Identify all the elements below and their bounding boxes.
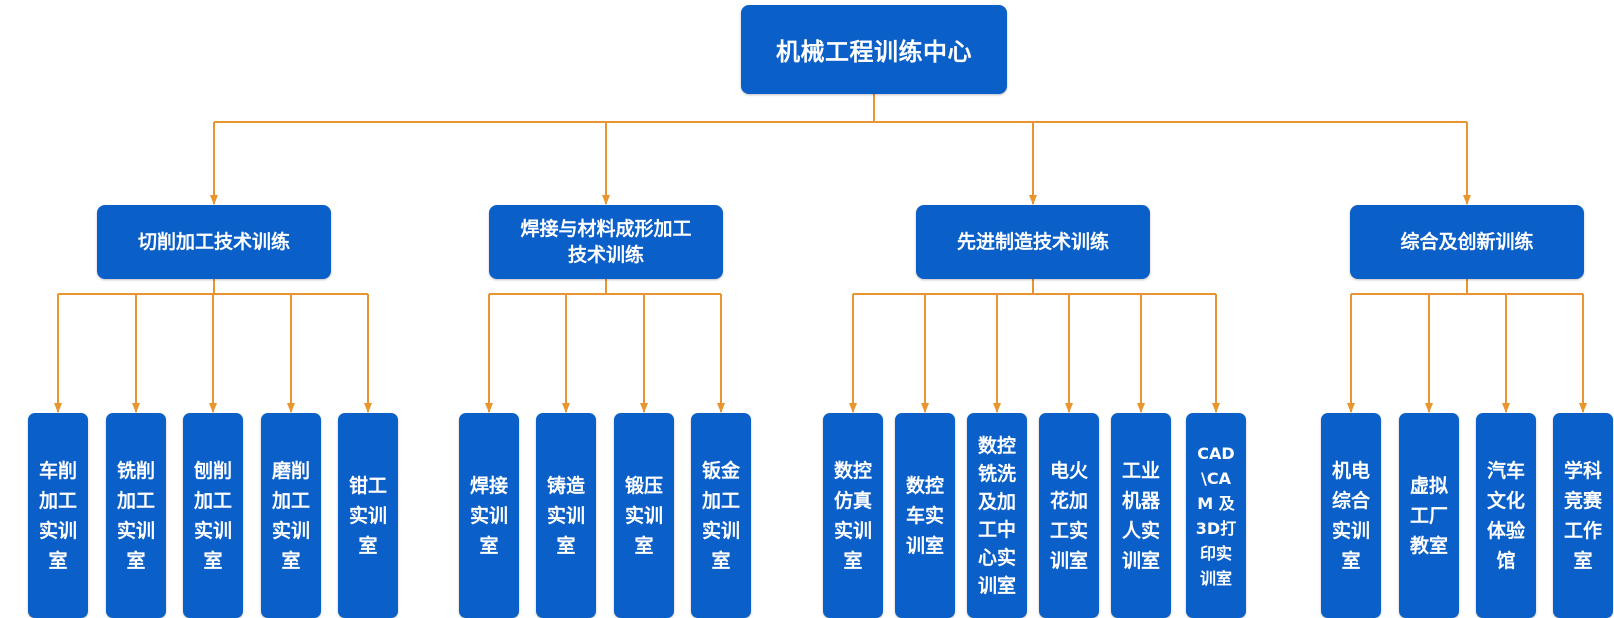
leaf-node: 汽车 文化 体验 馆: [1476, 413, 1536, 618]
leaf-node: 虚拟 工厂 教室: [1399, 413, 1459, 618]
category-node-advanced: 先进制造技术训练: [916, 205, 1150, 279]
leaf-label: 车削 加工 实训 室: [38, 459, 77, 572]
leaf-node: 钣金 加工 实训 室: [691, 413, 751, 618]
leaf-label: CAD \CA M 及 3D打 印实 训室: [1195, 443, 1237, 588]
leaf-label: 数控 铣洗 及加 工中 心实 训室: [977, 434, 1016, 597]
leaf-label: 数控 仿真 实训 室: [833, 459, 872, 572]
category-node-innovation: 综合及创新训练: [1350, 205, 1584, 279]
leaf-node: 刨削 加工 实训 室: [183, 413, 243, 618]
leaf-node: 磨削 加工 实训 室: [261, 413, 321, 618]
leaf-node: 铸造 实训 室: [536, 413, 596, 618]
root-node-label: 机械工程训练中心: [776, 38, 972, 66]
leaf-label: 锻压 实训 室: [624, 474, 663, 557]
category-label: 综合及创新训练: [1400, 231, 1534, 253]
category-node-cutting: 切削加工技术训练: [97, 205, 331, 279]
leaf-node: 铣削 加工 实训 室: [106, 413, 166, 618]
leaf-node: 工业 机器 人实 训室: [1111, 413, 1171, 618]
leaf-label: 钳工 实训 室: [348, 474, 387, 557]
leaf-label: 磨削 加工 实训 室: [271, 459, 310, 572]
leaf-node: 数控 车实 训室: [895, 413, 955, 618]
leaf-label: 电火 花加 工实 训室: [1049, 459, 1088, 572]
leaf-node: 机电 综合 实训 室: [1321, 413, 1381, 618]
leaf-node: 数控 铣洗 及加 工中 心实 训室: [967, 413, 1027, 618]
leaf-node: 学科 竞赛 工作 室: [1553, 413, 1613, 618]
category-label: 切削加工技术训练: [137, 231, 290, 253]
leaf-label: 工业 机器 人实 训室: [1121, 459, 1160, 572]
leaf-node: 数控 仿真 实训 室: [823, 413, 883, 618]
leaf-label: 数控 车实 训室: [905, 474, 944, 557]
category-node-welding: 焊接与材料成形加工 技术训练: [489, 205, 723, 279]
leaf-label: 铸造 实训 室: [546, 474, 585, 557]
leaf-label: 钣金 加工 实训 室: [701, 459, 740, 572]
leaf-node: 锻压 实训 室: [614, 413, 674, 618]
category-label: 先进制造技术训练: [956, 231, 1109, 253]
leaf-label: 汽车 文化 体验 馆: [1486, 459, 1525, 572]
leaf-node: CAD \CA M 及 3D打 印实 训室: [1186, 413, 1246, 618]
leaf-node: 焊接 实训 室: [459, 413, 519, 618]
category-label: 焊接与材料成形加工 技术训练: [520, 218, 692, 266]
leaf-label: 学科 竞赛 工作 室: [1563, 459, 1602, 572]
leaf-node: 车削 加工 实训 室: [28, 413, 88, 618]
leaf-node: 电火 花加 工实 训室: [1039, 413, 1099, 618]
leaf-label: 刨削 加工 实训 室: [193, 459, 232, 572]
root-node: 机械工程训练中心: [741, 5, 1007, 94]
leaf-label: 机电 综合 实训 室: [1331, 459, 1370, 572]
leaf-node: 钳工 实训 室: [338, 413, 398, 618]
leaf-label: 虚拟 工厂 教室: [1409, 474, 1448, 557]
leaf-label: 铣削 加工 实训 室: [116, 459, 155, 572]
leaf-label: 焊接 实训 室: [469, 474, 508, 557]
